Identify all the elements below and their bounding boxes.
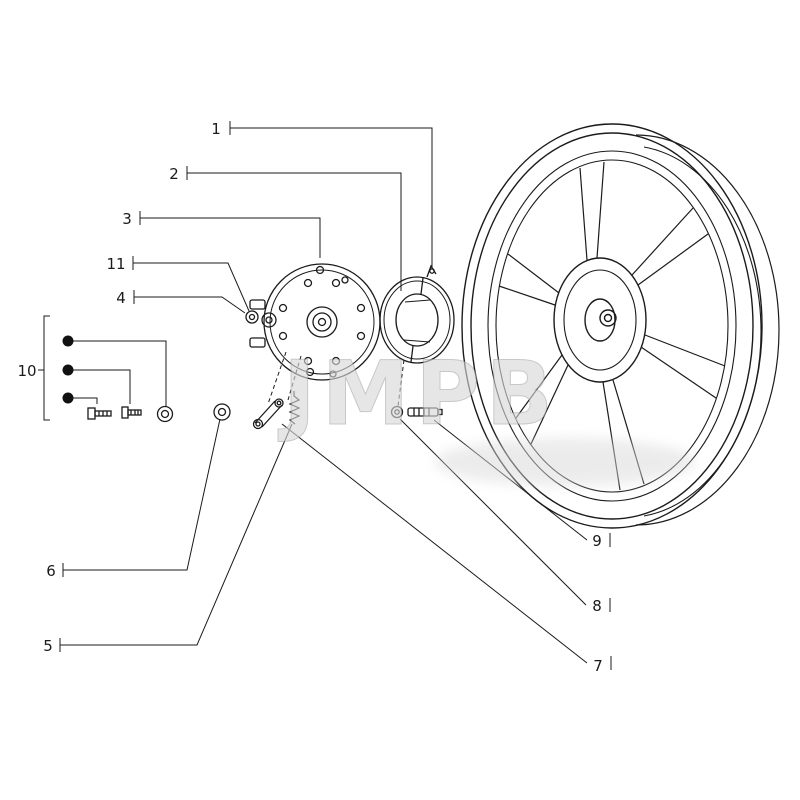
leader-line-10 <box>38 315 167 421</box>
return-spring <box>288 391 301 425</box>
callout-label-6: 6 <box>46 562 56 580</box>
shoe-spring-clip <box>426 264 437 278</box>
leader-line-3 <box>139 211 321 258</box>
watermark-text: JMPB <box>278 342 559 445</box>
brake-shoes <box>379 264 455 364</box>
axle-nut <box>390 405 404 419</box>
leader-line-7 <box>281 423 612 670</box>
watermark: JMPB <box>278 342 695 486</box>
washer-6 <box>213 403 231 421</box>
wheel-spokes <box>498 161 726 491</box>
watermark-blur-blob <box>435 438 695 486</box>
callout-label-7: 7 <box>593 657 603 675</box>
leader-line-4 <box>133 290 246 314</box>
callout-label-3: 3 <box>122 210 132 228</box>
callout-label-1: 1 <box>211 120 221 138</box>
callout-label-5: 5 <box>43 637 53 655</box>
leader-lines <box>38 121 612 670</box>
washer-11 <box>245 310 259 324</box>
callout-label-4: 4 <box>116 289 126 307</box>
wheel-hub <box>553 257 647 383</box>
leader-line-6 <box>62 418 221 577</box>
callout-labels: 1 2 3 11 4 10 6 5 9 8 7 <box>17 120 602 675</box>
leader-line-1 <box>229 121 433 267</box>
axle-bolt <box>407 407 443 417</box>
group-10-dots <box>62 335 74 404</box>
brake-lever-link <box>252 398 284 430</box>
wheel-illustration <box>461 123 780 529</box>
bolt-b <box>121 406 142 419</box>
callout-label-11: 11 <box>106 255 125 273</box>
bolt-a <box>87 407 112 420</box>
washer-4 <box>261 312 277 328</box>
callout-label-2: 2 <box>169 165 179 183</box>
assembly-axis-lines <box>267 351 405 407</box>
leader-line-2 <box>186 166 402 291</box>
leader-line-11 <box>132 256 250 312</box>
leader-line-8 <box>399 418 611 612</box>
callout-label-8: 8 <box>592 597 602 615</box>
small-parts <box>62 310 443 430</box>
callout-label-10: 10 <box>17 362 36 380</box>
nut-c <box>156 405 174 423</box>
leader-line-5 <box>59 423 293 652</box>
callout-label-9: 9 <box>592 532 602 550</box>
